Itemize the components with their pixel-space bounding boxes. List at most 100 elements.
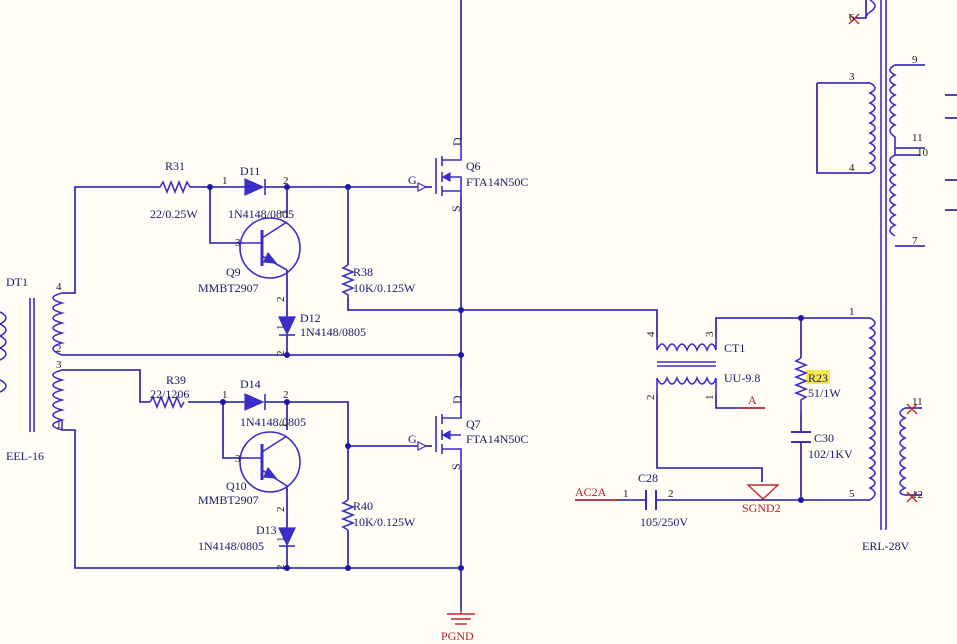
mosfet-q6	[417, 140, 462, 196]
r39-value: 22/1206	[150, 387, 189, 401]
svg-text:7: 7	[912, 235, 918, 247]
svg-text:5: 5	[849, 488, 855, 500]
diode-d11	[244, 178, 266, 196]
svg-text:4: 4	[849, 162, 855, 174]
svg-text:1: 1	[222, 389, 228, 401]
svg-text:1: 1	[704, 395, 716, 401]
svg-text:12: 12	[912, 489, 923, 501]
sgnd2-symbol	[746, 484, 780, 500]
svg-text:2: 2	[283, 389, 289, 401]
svg-text:4: 4	[56, 281, 62, 293]
pgnd-symbol	[447, 610, 475, 625]
q6-value: FTA14N50C	[466, 175, 528, 189]
svg-text:4: 4	[645, 331, 657, 337]
transformer-dt1	[0, 292, 65, 432]
ct1-value: UU-9.8	[724, 371, 760, 385]
r38-ref: R38	[353, 265, 373, 279]
diode-d14	[244, 393, 266, 411]
resistor-r31	[159, 179, 191, 195]
labels: R31 22/0.25W D11 1N4148/0805 Q9 MMBT2907…	[6, 137, 910, 643]
erl-value: ERL-28V	[862, 539, 910, 553]
r31-value: 22/0.25W	[150, 207, 198, 221]
pin-numbers: 4 2 3 1 1 2 1 3 2 1 2 1 2 1 3 2 1 2 4 3 …	[56, 12, 929, 570]
svg-text:2: 2	[668, 488, 674, 500]
svg-text:1: 1	[623, 488, 629, 500]
svg-text:1: 1	[275, 325, 287, 331]
svg-text:2: 2	[275, 507, 287, 513]
r31-ref: R31	[165, 159, 185, 173]
svg-text:2: 2	[275, 297, 287, 303]
d12-value: 1N4148/0805	[300, 325, 366, 339]
svg-text:3: 3	[849, 71, 855, 83]
svg-text:1: 1	[56, 419, 62, 431]
q7-value: FTA14N50C	[466, 432, 528, 446]
transistor-q10	[239, 431, 301, 493]
net-pgnd: PGND	[441, 629, 474, 643]
diode-d12	[278, 316, 296, 336]
c30-ref: C30	[814, 431, 834, 445]
svg-text:11: 11	[912, 396, 923, 408]
d14-value: 1N4148/0805	[240, 415, 306, 429]
net-sgnd2: SGND2	[742, 501, 781, 515]
svg-text:3: 3	[235, 237, 241, 249]
r40-ref: R40	[353, 499, 373, 513]
svg-text:2: 2	[283, 175, 289, 187]
q10-ref: Q10	[226, 479, 247, 493]
transformer-ct1	[656, 338, 717, 395]
net-a: A	[748, 393, 757, 407]
dt1-ref: DT1	[6, 275, 28, 289]
svg-text:6: 6	[849, 12, 855, 24]
d11-ref: D11	[240, 164, 260, 178]
wires	[62, 0, 925, 610]
resistor-r39	[149, 394, 185, 410]
r23-ref: R23	[808, 371, 828, 385]
c28-ref: C28	[638, 471, 658, 485]
transformer-erl	[865, 0, 957, 530]
r38-value: 10K/0.125W	[353, 281, 416, 295]
r23-value: 51/1W	[808, 386, 841, 400]
r40-value: 10K/0.125W	[353, 515, 416, 529]
svg-text:1: 1	[222, 175, 228, 187]
diode-d13	[278, 527, 296, 547]
d12-ref: D12	[300, 311, 321, 325]
svg-text:1: 1	[278, 210, 290, 216]
transistor-q9	[239, 217, 301, 279]
capacitor-c30	[791, 431, 811, 448]
d11-value: 1N4148/0805	[228, 207, 294, 221]
net-ac2a: AC2A	[575, 485, 607, 499]
resistor-r23	[793, 357, 830, 412]
junctions	[207, 184, 804, 571]
svg-text:1: 1	[278, 423, 290, 429]
q7-source: S	[449, 463, 463, 470]
svg-text:11: 11	[912, 132, 923, 144]
q7-drain: D	[450, 395, 464, 404]
svg-text:3: 3	[235, 453, 241, 465]
svg-text:3: 3	[704, 331, 716, 337]
q7-gate: G	[408, 432, 417, 446]
q9-ref: Q9	[226, 265, 241, 279]
q7-ref: Q7	[466, 417, 481, 431]
svg-text:2: 2	[275, 565, 287, 571]
dt1-value: EEL-16	[6, 449, 44, 463]
svg-text:9: 9	[912, 54, 918, 66]
q6-gate: G	[408, 173, 417, 187]
resistor-r38	[340, 264, 356, 298]
d14-ref: D14	[240, 377, 261, 391]
d13-ref: D13	[256, 523, 277, 537]
svg-text:2: 2	[275, 351, 287, 357]
svg-text:1: 1	[275, 537, 287, 543]
mosfet-q7	[417, 390, 462, 470]
svg-text:3: 3	[56, 359, 62, 371]
capacitor-c28	[645, 490, 657, 510]
q6-drain: D	[450, 137, 464, 146]
c30-value: 102/1KV	[808, 447, 853, 461]
q10-value: MMBT2907	[198, 493, 259, 507]
svg-text:2: 2	[56, 343, 62, 355]
c28-value: 105/250V	[640, 515, 688, 529]
svg-text:1: 1	[849, 306, 855, 318]
no-connect-marks	[848, 13, 918, 503]
q9-value: MMBT2907	[198, 281, 259, 295]
svg-text:10: 10	[917, 147, 929, 159]
ct1-ref: CT1	[724, 341, 745, 355]
